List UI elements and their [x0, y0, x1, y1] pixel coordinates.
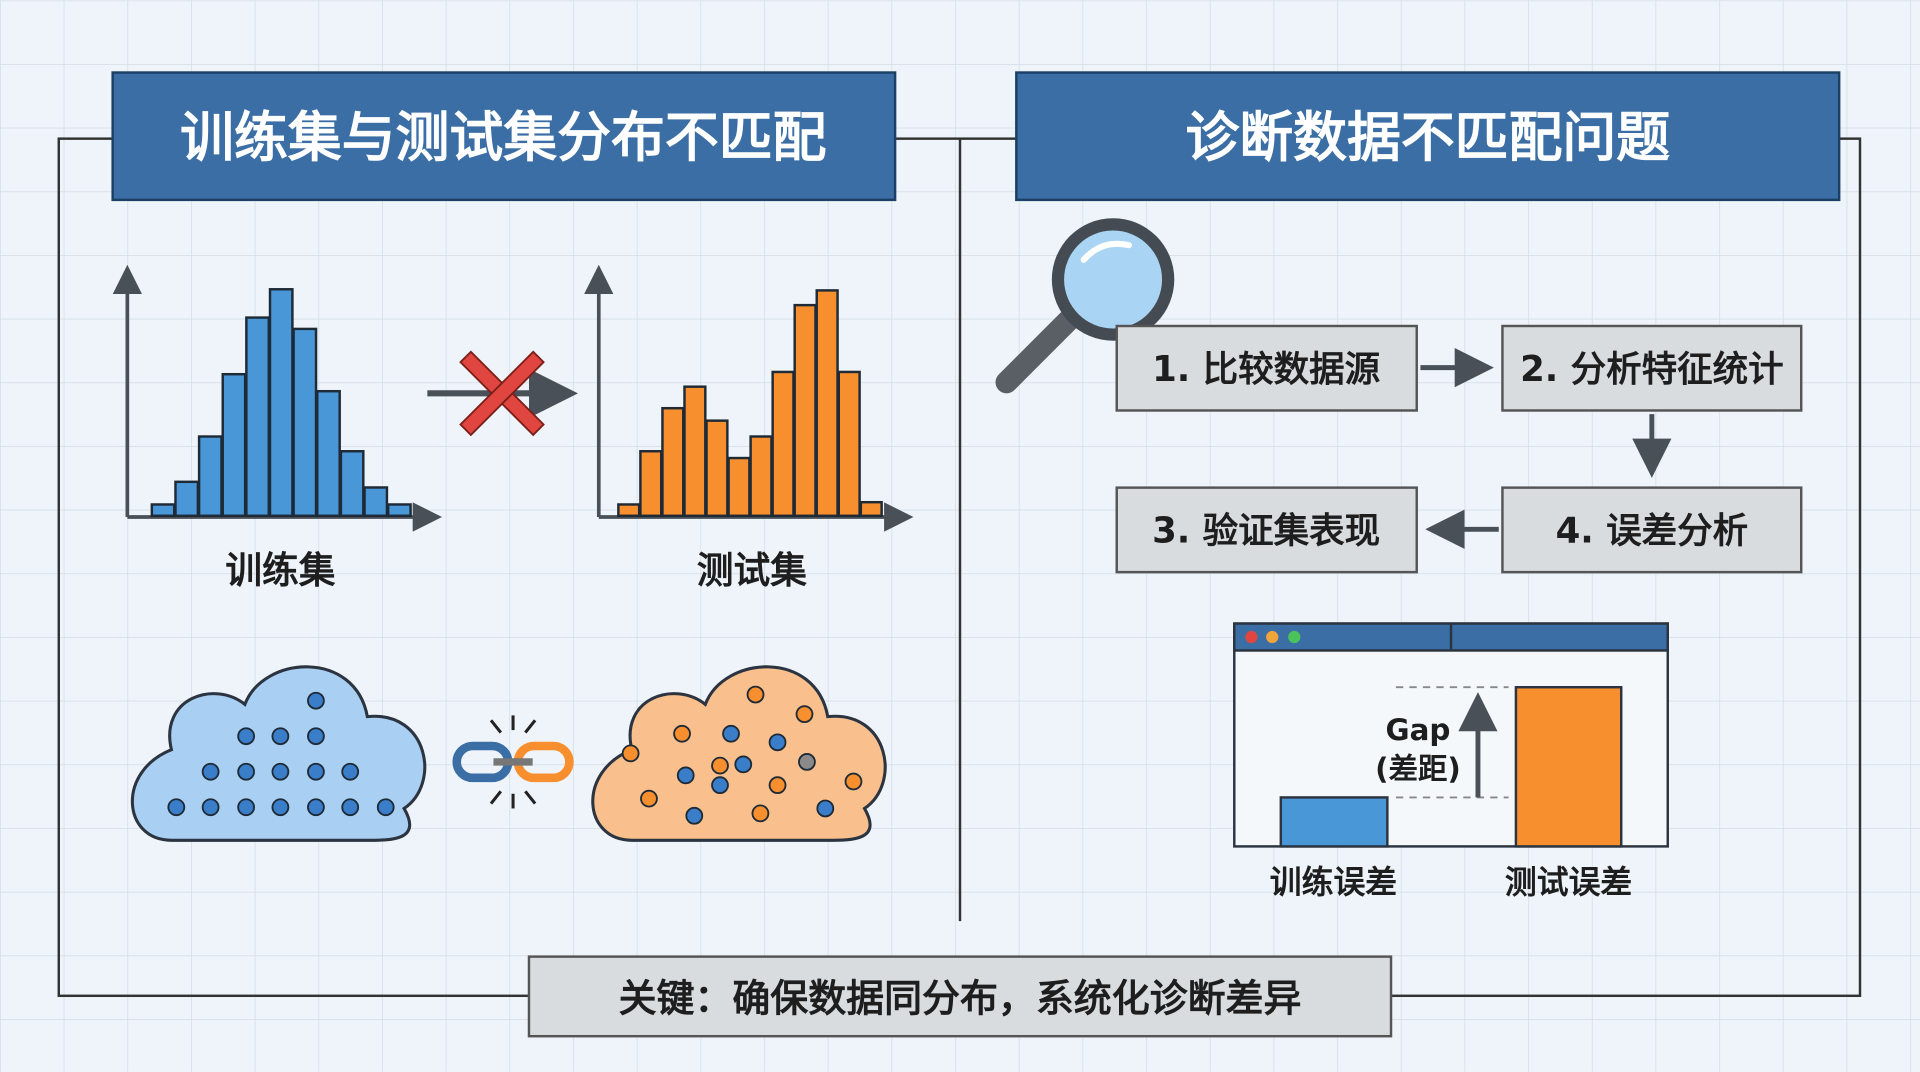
- data-point: [271, 798, 290, 817]
- step-label: 2. 分析特征统计: [1520, 349, 1784, 390]
- left-title: 训练集与测试集分布不匹配: [180, 106, 826, 169]
- train-data-cloud: [130, 665, 427, 842]
- data-point: [795, 705, 814, 724]
- data-point: [621, 744, 640, 763]
- data-point: [201, 798, 220, 817]
- data-point: [307, 727, 325, 746]
- data-point: [237, 762, 255, 781]
- step-label: 1. 比较数据源: [1152, 349, 1381, 390]
- window-max-dot: [1288, 630, 1301, 644]
- data-point: [307, 798, 325, 817]
- data-point: [640, 789, 658, 808]
- data-point: [711, 776, 729, 795]
- magnifier-icon: [995, 218, 1175, 394]
- gap-sublabel: (差距): [1375, 752, 1461, 786]
- data-point: [673, 724, 691, 743]
- key-message: 关键：确保数据同分布，系统化诊断差异: [619, 977, 1302, 1021]
- histogram-bar: [363, 486, 389, 518]
- histogram-bar: [705, 419, 729, 518]
- data-point: [376, 798, 395, 817]
- key-box: 关键：确保数据同分布，系统化诊断差异: [527, 955, 1393, 1038]
- data-point: [237, 798, 255, 817]
- histogram-bar: [221, 372, 247, 518]
- histogram-bar: [150, 503, 176, 518]
- histogram-bar: [617, 503, 641, 518]
- step-label: 3. 验证集表现: [1152, 511, 1380, 552]
- histogram-bar: [815, 289, 839, 518]
- data-point: [685, 806, 704, 825]
- step-label: 4. 误差分析: [1556, 511, 1749, 552]
- broken-link-icon: [452, 715, 574, 809]
- histogram-bar: [793, 303, 817, 518]
- data-point: [676, 766, 695, 785]
- left-title-box: 训练集与测试集分布不匹配: [111, 71, 897, 202]
- error-window: Gap (差距): [1233, 622, 1669, 848]
- data-point: [271, 727, 290, 746]
- data-point: [307, 691, 325, 710]
- histogram-bar: [749, 435, 773, 518]
- histogram-bar: [661, 406, 685, 518]
- train-label: 训练集: [225, 549, 335, 592]
- cross-icon: [459, 350, 545, 437]
- train-error-bar: [1279, 796, 1389, 848]
- histogram-bar: [197, 435, 223, 518]
- histogram-bar: [683, 385, 707, 518]
- data-point: [751, 804, 770, 823]
- data-point: [722, 724, 740, 743]
- step-box-2: 2. 分析特征统计: [1501, 324, 1803, 412]
- data-point: [237, 727, 255, 746]
- gap-label: Gap: [1385, 713, 1450, 747]
- histogram-bar: [316, 389, 341, 518]
- data-point: [734, 755, 753, 774]
- test-data-cloud: [591, 665, 887, 842]
- data-point: [816, 799, 835, 818]
- train-error-label: 训练误差: [1270, 863, 1397, 901]
- histogram-bar: [292, 327, 318, 518]
- histogram-bar: [639, 450, 663, 518]
- histogram-bar: [245, 316, 270, 518]
- test-error-label: 测试误差: [1505, 863, 1632, 901]
- data-point: [768, 733, 787, 752]
- data-point: [711, 756, 729, 775]
- data-point: [307, 762, 325, 781]
- histogram-bar: [837, 370, 861, 518]
- step-box-3: 3. 验证集表现: [1115, 486, 1418, 574]
- right-title-box: 诊断数据不匹配问题: [1015, 71, 1841, 202]
- data-point: [167, 798, 186, 817]
- data-point: [798, 753, 816, 771]
- right-title: 诊断数据不匹配问题: [1185, 106, 1670, 169]
- data-point: [201, 762, 220, 781]
- histogram-bar: [174, 480, 200, 518]
- histogram-bar: [859, 500, 883, 518]
- histogram-bar: [268, 288, 294, 518]
- data-point: [768, 776, 787, 795]
- histogram-bar: [727, 456, 751, 518]
- data-point: [746, 685, 765, 704]
- test-error-bar: [1514, 686, 1623, 848]
- train-histogram: [112, 264, 443, 532]
- data-point: [341, 762, 360, 781]
- step-box-4: 4. 误差分析: [1501, 486, 1803, 574]
- test-label: 测试集: [697, 549, 807, 592]
- data-point: [271, 762, 290, 781]
- data-point: [341, 798, 360, 817]
- data-point: [844, 772, 863, 791]
- histogram-bar: [386, 503, 412, 518]
- histogram-bar: [771, 370, 795, 518]
- step-box-1: 1. 比较数据源: [1115, 324, 1418, 412]
- histogram-bar: [339, 450, 365, 518]
- test-histogram: [584, 264, 914, 532]
- window-close-dot: [1245, 630, 1258, 644]
- window-min-dot: [1266, 630, 1279, 644]
